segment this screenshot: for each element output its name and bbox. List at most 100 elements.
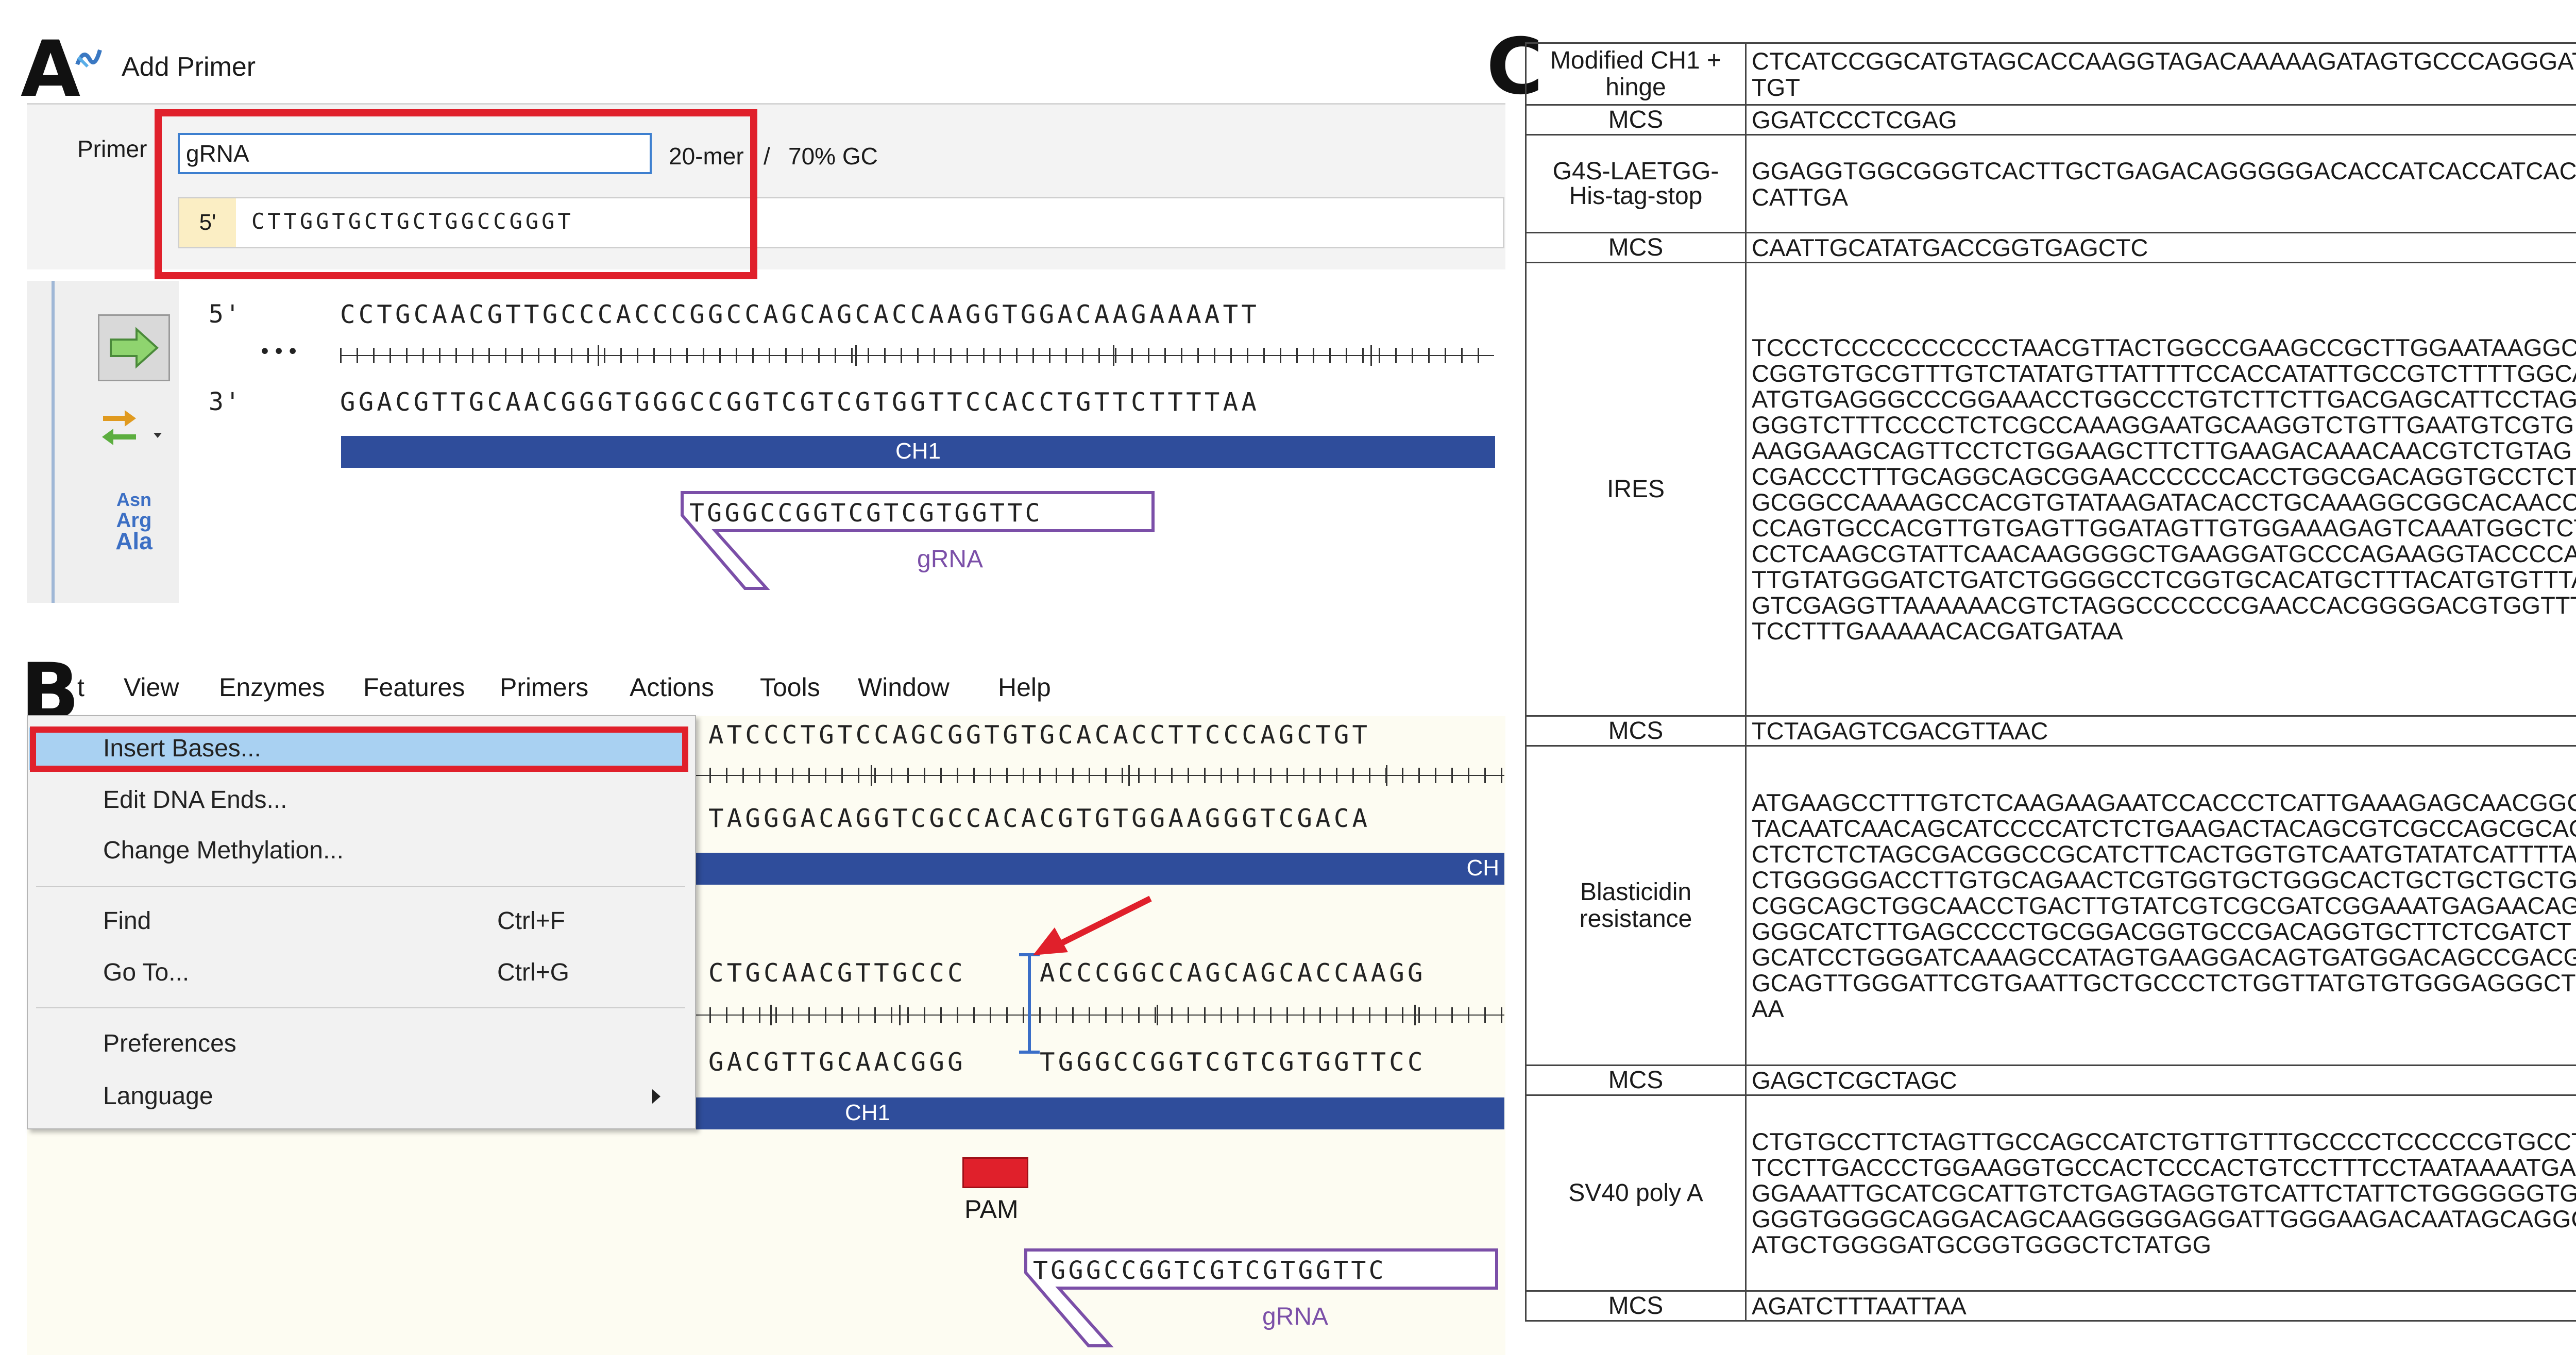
go-to-shortcut: Ctrl+G [497,959,570,986]
ruler-major-tick [1386,765,1387,786]
edit-menu-dropdown [27,715,696,1129]
upper-ruler [693,768,1504,783]
menu-item-highlight [29,728,688,770]
app-icon [72,44,103,75]
menu-actions[interactable]: Actions [630,673,714,702]
row-sequence: GAGCTCGCTAGC [1745,1064,2576,1096]
row-label: MCS [1525,104,1747,136]
table-row: MCS TCTAGAGTCGACGTTAAC [1525,715,2576,747]
grna-primer-arrow[interactable] [679,489,1158,593]
bottom-strand-label: 3' [209,387,242,416]
row-sequence: GGATCCCTCGAG [1745,104,2576,136]
table-row: Modified CH1 + hinge CTCATCCGGCATGTAGCAC… [1525,42,2576,106]
row-sequence: TCTAGAGTCGACGTTAAC [1745,715,2576,747]
ruler-major-tick [1370,345,1372,366]
cursor-cap-bottom [1019,1051,1040,1054]
toolbar-divider [52,281,55,603]
cursor-cap-top [1019,953,1040,956]
primer-length: 20-mer [669,143,744,170]
ch1-feature-bar[interactable]: CH1 [341,436,1495,468]
table-row: G4S-LAETGG-His-tag-stop GGAGGTGGCGGGTCAC… [1525,134,2576,233]
menu-item-go-to[interactable]: Go To... [103,959,190,986]
find-shortcut: Ctrl+F [497,907,565,935]
row-label: SV40 poly A [1525,1094,1747,1292]
amino-acid-button[interactable]: Asn Arg Ala [98,489,170,582]
five-prime-tag: 5' [179,198,236,247]
ruler-major-tick [871,765,872,786]
row-sequence: AGATCTTTAATTAA [1745,1290,2576,1322]
row-label: MCS [1525,232,1747,263]
primer-sequence-field[interactable] [178,197,1504,248]
row-sequence: CTGTGCCTTCTAGTTGCCAGCCATCTGTTGTTTGCCCCTC… [1745,1094,2576,1292]
top-strand: CCTGCAACGTTGCCCACCCGGCCAGCAGCACCAAGGTGGA… [340,300,1260,329]
row-sequence: CAATTGCATATGACCGGTGAGCTC [1745,232,2576,263]
row-label: IRES [1525,262,1747,717]
table-row: MCS GAGCTCGCTAGC [1525,1064,2576,1096]
ellipsis: ••• [259,340,301,364]
panel-label-a: A [21,25,81,114]
menubar [27,658,1505,715]
forward-arrow-button[interactable] [98,314,170,381]
pam-marker[interactable] [962,1157,1028,1188]
insert-bases-highlight-box [30,726,688,772]
menu-tools[interactable]: Tools [760,673,820,702]
sequence-ruler [340,348,1494,363]
ruler-major-tick [770,1005,772,1025]
top-strand-label: 5' [209,300,242,329]
lower-bottom-strand-b: TGGGCCGGTCGTCGTGGTTCC [1040,1047,1426,1077]
row-sequence: ATGAAGCCTTTGTCTCAAGAAGAATCCACCCTCATTGAAA… [1745,745,2576,1066]
row-label: Modified CH1 + hinge [1525,42,1747,106]
menu-item-preferences[interactable]: Preferences [103,1030,236,1057]
menu-edit[interactable]: t [77,673,84,702]
ruler-major-tick [1157,1005,1158,1025]
aa-label-3: Ala [115,528,152,554]
red-arrow-icon [1033,895,1152,955]
menu-item-edit-dna-ends[interactable]: Edit DNA Ends... [103,786,287,814]
lower-ruler [693,1007,1504,1023]
ruler-major-tick [598,345,599,366]
lower-grna-label: gRNA [1262,1303,1329,1330]
dialog-title: Add Primer [122,52,256,82]
menu-features[interactable]: Features [363,673,465,702]
menu-primers[interactable]: Primers [500,673,589,702]
swap-strands-button[interactable] [98,402,170,459]
menu-item-find[interactable]: Find [103,907,151,935]
primer-highlight-box [155,109,757,279]
table-row: MCS AGATCTTTAATTAA [1525,1290,2576,1322]
menu-view[interactable]: View [124,673,179,702]
ruler-major-tick [855,345,857,366]
ruler-major-tick [1128,765,1130,786]
construct-table: Modified CH1 + hinge CTCATCCGGCATGTAGCAC… [1525,42,2576,1322]
ruler-major-tick [1414,1005,1416,1025]
aa-label-1: Asn [116,489,151,510]
menu-window[interactable]: Window [858,673,950,702]
menu-item-change-methylation[interactable]: Change Methylation... [103,837,344,864]
primer-name-input[interactable]: gRNA [178,133,652,174]
menu-divider [36,1007,685,1008]
separator: / [764,143,770,170]
ruler-major-tick [899,1005,901,1025]
grna-sequence: TGGGCCGGTCGTCGTGGTTC [689,499,1043,528]
row-label: G4S-LAETGG-His-tag-stop [1525,134,1747,233]
menu-divider [36,886,685,887]
lower-top-strand-b: ACCCGGCCAGCAGCACCAAGG [1040,958,1426,988]
lower-top-strand-a: CTGCAACGTTGCCC [708,958,966,988]
menu-item-insert-bases[interactable]: Insert Bases... [103,735,261,762]
row-sequence: GGAGGTGGCGGGTCACTTGCTGAGACAGGGGGACACCATC… [1745,134,2576,233]
lower-grna-primer-arrow[interactable] [1023,1247,1502,1350]
row-sequence: CTCATCCGGCATGTAGCACCAAGGTAGACAAAAAGATAGT… [1745,42,2576,106]
menu-enzymes[interactable]: Enzymes [219,673,325,702]
table-row: MCS GGATCCCTCGAG [1525,104,2576,136]
pam-label: PAM [964,1195,1019,1224]
primer-sequence: CTTGGTGCTGCTGGCCGGGT [251,209,574,234]
upper-ch1-feature-bar[interactable]: CH [693,853,1504,885]
right-arrow-icon [110,327,159,369]
menu-help[interactable]: Help [998,673,1051,702]
insertion-cursor[interactable] [1028,953,1031,1054]
menu-item-language[interactable]: Language [103,1083,213,1110]
upper-top-strand: ATCCCTGTCCAGCGGTGTGCACACCTTCCCAGCTGT [708,720,1371,750]
table-row: IRES TCCCTCCCCCCCCCCTAACGTTACTGGCCGAAGCC… [1525,262,2576,717]
row-sequence: TCCCTCCCCCCCCCCTAACGTTACTGGCCGAAGCCGCTTG… [1745,262,2576,717]
primer-label: Primer [77,136,147,162]
grna-label: gRNA [917,546,984,573]
